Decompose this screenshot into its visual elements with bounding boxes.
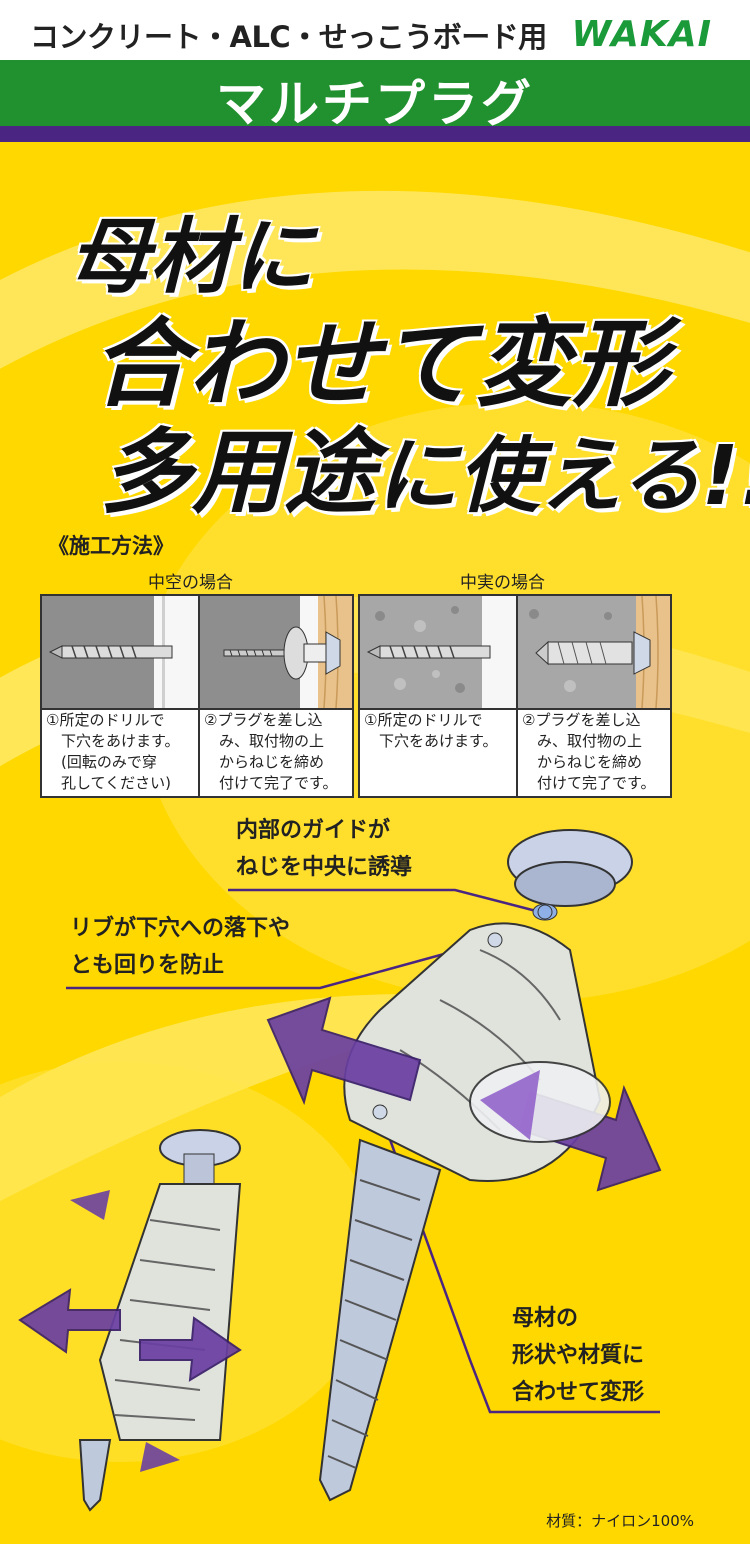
headline: 母材に 合わせて変形 多用途に使える!! <box>0 180 750 526</box>
brand-logo: WAKAI <box>571 14 712 55</box>
method-step-text: ②プラグを差し込 み、取付物の上 からねじを締め 付けて完了です。 <box>522 711 656 792</box>
method-step-solid-2: ②プラグを差し込 み、取付物の上 からねじを締め 付けて完了です。 <box>518 596 670 796</box>
cell-divider <box>42 708 198 710</box>
method-panel-solid: ①所定のドリルで 下穴をあけます。 ②プラグを差し込 み、取付物の上 からねじを… <box>358 594 672 798</box>
cell-divider <box>518 708 670 710</box>
callout-line-ribs <box>66 938 496 990</box>
cell-divider <box>516 596 518 796</box>
method-step-text: ①所定のドリルで 下穴をあけます。 <box>364 711 498 750</box>
callout-line-deform <box>378 1111 660 1414</box>
headline-line-3: 多用途に使える!! <box>100 398 750 531</box>
headline-line-3-emphasis: 多用途 <box>100 419 377 526</box>
drill-hollow-illustration <box>42 596 198 708</box>
drill-solid-illustration <box>360 596 516 708</box>
method-step-hollow-2: ②プラグを差し込 み、取付物の上 からねじを締め 付けて完了です。 <box>200 596 352 796</box>
headline-line-3-rest: に使える!! <box>376 429 750 524</box>
callout-guide: 内部のガイドが ねじを中央に誘導 <box>236 818 413 880</box>
method-panel-hollow: ①所定のドリルで 下穴をあけます。 (回転のみで穿 孔してください) ②プラグを… <box>40 594 354 798</box>
product-subtitle: コンクリート・ALC・せっこうボード用 <box>30 20 547 54</box>
method-step-text: ①所定のドリルで 下穴をあけます。 (回転のみで穿 孔してください) <box>46 711 180 792</box>
material-note: 材質：ナイロン100% <box>546 1512 694 1530</box>
method-step-text: ②プラグを差し込 み、取付物の上 からねじを締め 付けて完了です。 <box>204 711 338 792</box>
plug-feature-illustration <box>18 829 662 1512</box>
header-top: コンクリート・ALC・せっこうボード用 WAKAI <box>0 0 750 60</box>
method-section-title: 《施工方法》 <box>48 534 174 558</box>
method-step-hollow-1: ①所定のドリルで 下穴をあけます。 (回転のみで穿 孔してください) <box>42 596 198 796</box>
cell-divider <box>360 708 516 710</box>
method-step-solid-1: ①所定のドリルで 下穴をあけます。 <box>360 596 516 796</box>
cell-divider <box>198 596 200 796</box>
callout-deform: 母材の 形状や材質に 合わせて変形 <box>512 1306 645 1405</box>
case-label-solid: 中実の場合 <box>460 573 545 593</box>
headline-line-1: 母材に <box>68 210 314 305</box>
product-name: マルチプラグ <box>216 75 534 133</box>
headline-line-2: 合わせて変形 <box>92 308 668 420</box>
product-name-band: マルチプラグ <box>0 60 750 133</box>
header-accent-bar <box>0 126 750 142</box>
callout-line-guide <box>228 888 541 914</box>
case-label-hollow: 中空の場合 <box>148 573 233 593</box>
callout-ribs: リブが下穴への落下や とも回りを防止 <box>70 916 291 978</box>
cell-divider <box>200 708 352 710</box>
plug-solid-illustration <box>518 596 670 708</box>
plug-hollow-illustration <box>200 596 352 708</box>
